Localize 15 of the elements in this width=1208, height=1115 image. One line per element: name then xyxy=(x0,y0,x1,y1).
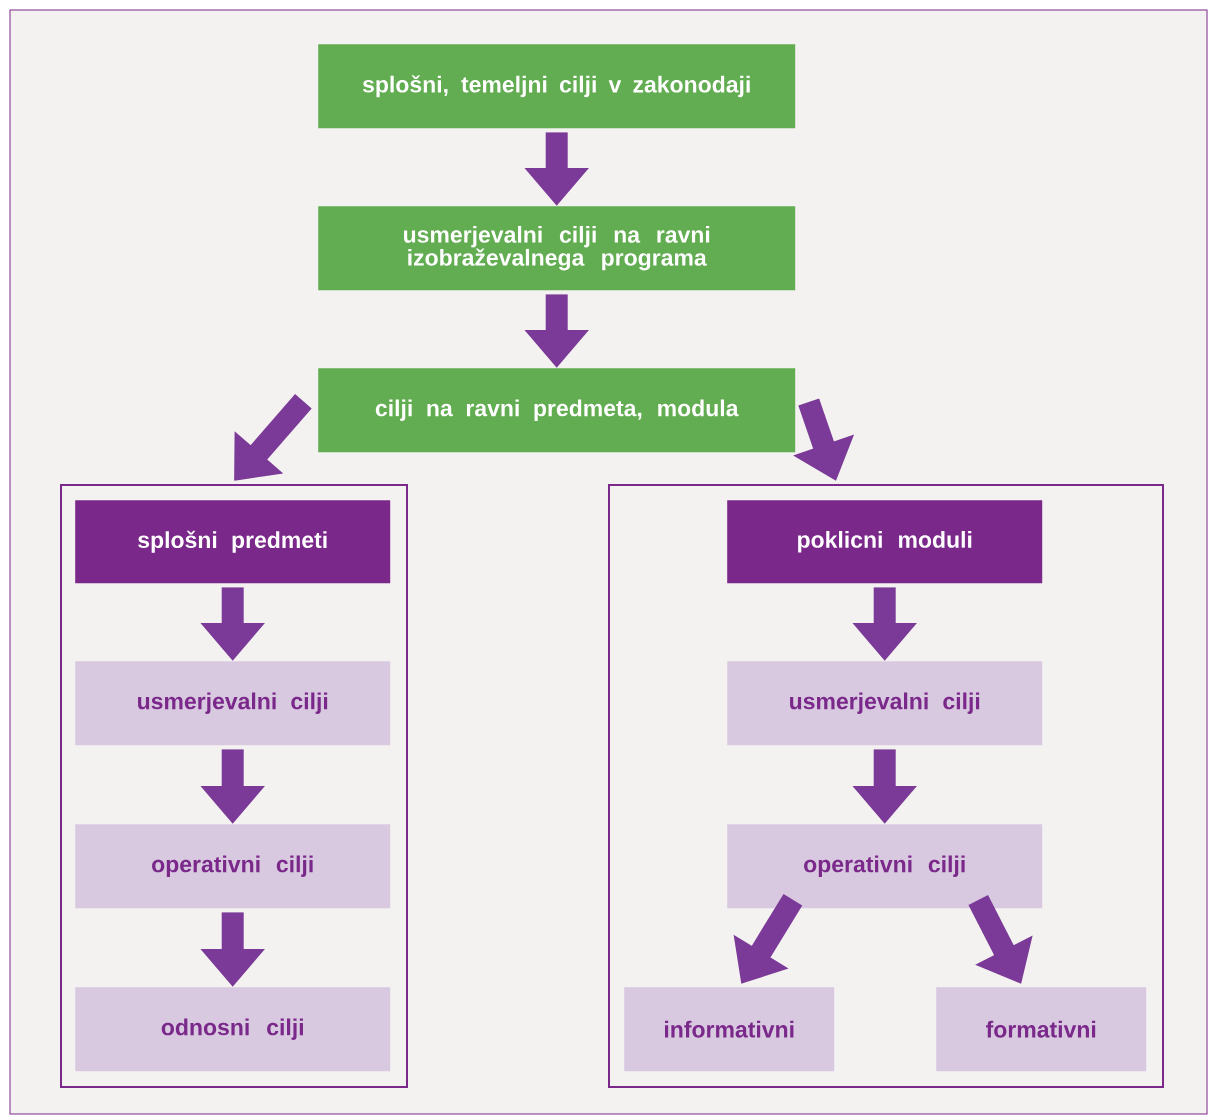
goal-box: informativni xyxy=(624,987,835,1072)
goal-box: formativni xyxy=(936,987,1147,1072)
group-frame xyxy=(60,484,408,1088)
group-frame xyxy=(608,484,1164,1088)
goal-box: odnosni cilji xyxy=(75,987,391,1072)
goal-box: operativni cilji xyxy=(727,824,1043,909)
category-box: poklicni moduli xyxy=(727,500,1043,584)
process-box: cilji na ravni predmeta, modula xyxy=(318,368,796,453)
process-box: usmerjevalni cilji na ravni izobraževalnega programa xyxy=(318,206,796,291)
arrow xyxy=(234,394,312,481)
category-box: splošni predmeti xyxy=(75,500,391,584)
goal-box: operativni cilji xyxy=(75,824,391,909)
goal-box: usmerjevalni cilji xyxy=(727,661,1043,746)
process-box: splošni, temeljni cilji v zakonodaji xyxy=(318,44,796,129)
goal-box: usmerjevalni cilji xyxy=(75,661,391,746)
